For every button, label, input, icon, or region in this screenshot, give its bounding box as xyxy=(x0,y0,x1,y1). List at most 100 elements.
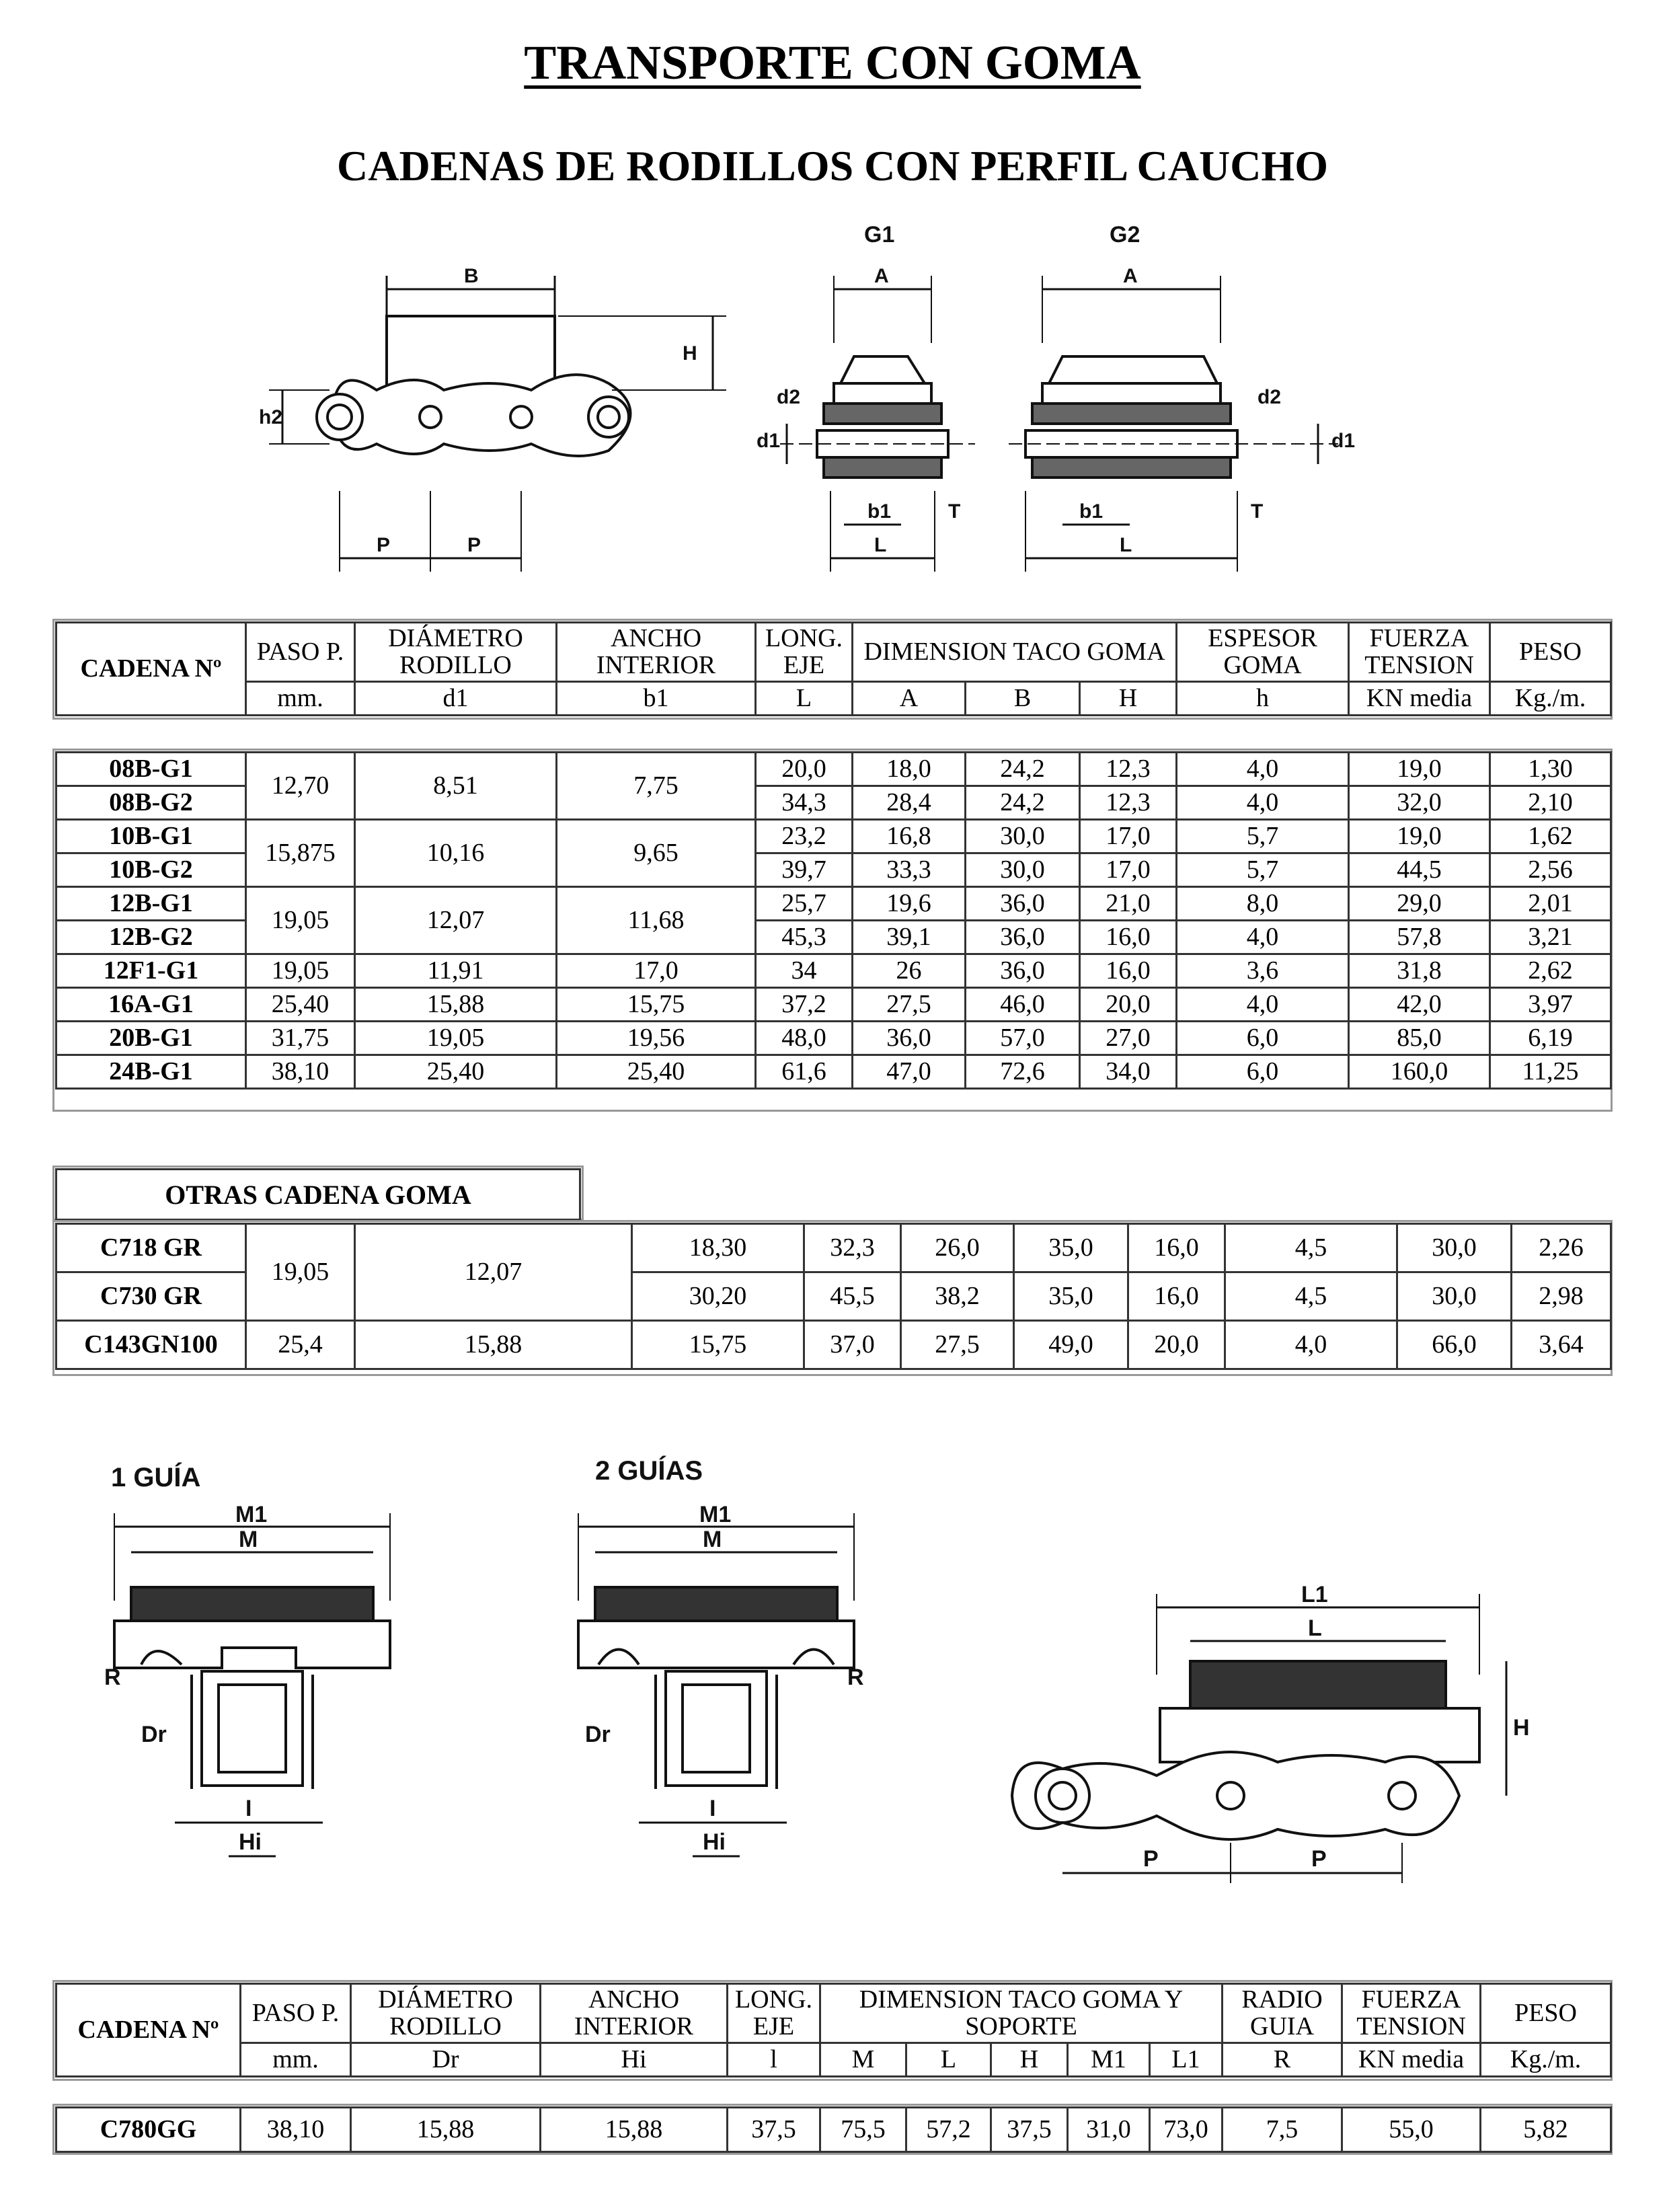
col-paso: PASO P. xyxy=(239,1983,352,2044)
cell: 27,5 xyxy=(851,987,966,1022)
cell: 4,0 xyxy=(1175,751,1350,787)
dim-hi-label: Hi xyxy=(239,1829,262,1855)
col-dimension: DIMENSION TACO GOMA xyxy=(851,621,1178,683)
two-guides-title: 2 GUÍAS xyxy=(595,1455,703,1486)
dim-b-label: B xyxy=(464,265,479,287)
cell: 2,10 xyxy=(1489,785,1612,821)
cell: 38,2 xyxy=(900,1271,1015,1322)
cell: 34,3 xyxy=(754,785,853,821)
cell: 27,0 xyxy=(1079,1020,1177,1056)
cadena-name: 10B-G1 xyxy=(55,818,247,854)
cell: 9,65 xyxy=(555,818,757,888)
cell: 11,25 xyxy=(1489,1054,1612,1090)
cell: 11,68 xyxy=(555,886,757,955)
cell: 33,3 xyxy=(851,852,966,888)
cell: 15,75 xyxy=(631,1320,805,1370)
cell: 15,88 xyxy=(350,2106,541,2153)
cell: 16,0 xyxy=(1127,1223,1226,1273)
unit: d1 xyxy=(354,681,557,716)
cell: 30,0 xyxy=(964,852,1081,888)
dim-p-label-3: P xyxy=(1143,1846,1159,1872)
cadena-name: 12F1-G1 xyxy=(55,953,247,989)
cell: 4,0 xyxy=(1175,919,1350,955)
cell: 21,0 xyxy=(1079,886,1177,921)
cell: 27,5 xyxy=(900,1320,1015,1370)
cell: 42,0 xyxy=(1348,987,1491,1022)
dim-t-g1-label: T xyxy=(948,500,960,523)
cell: 4,0 xyxy=(1175,987,1350,1022)
cell: 25,4 xyxy=(245,1320,356,1370)
unit: M xyxy=(819,2042,907,2077)
cell: 28,4 xyxy=(851,785,966,821)
cell: 11,91 xyxy=(354,953,557,989)
cell: 15,88 xyxy=(354,987,557,1022)
cell: 6,0 xyxy=(1175,1020,1350,1056)
dim-t-g2-label: T xyxy=(1251,500,1263,523)
g2-section-drawing xyxy=(1009,276,1338,572)
cell: 24,2 xyxy=(964,785,1081,821)
cell: 6,0 xyxy=(1175,1054,1350,1090)
cell: 12,07 xyxy=(354,886,557,955)
dim-l1-label: L1 xyxy=(1301,1582,1328,1607)
cell: 34 xyxy=(754,953,853,989)
table2-body-frame xyxy=(52,1220,1613,1376)
cell: 61,6 xyxy=(754,1054,853,1090)
cadena-name: C730 GR xyxy=(55,1271,247,1322)
cell: 2,62 xyxy=(1489,953,1612,989)
cadena-name: 08B-G1 xyxy=(55,751,247,787)
cell: 36,0 xyxy=(851,1020,966,1056)
table3-body: C780GG 38,10 15,88 15,88 37,5 75,5 57,2 … xyxy=(55,2106,1612,2153)
unit: b1 xyxy=(555,681,757,716)
cell: 47,0 xyxy=(851,1054,966,1090)
col-cadena: CADENA Nº xyxy=(55,1983,241,2077)
cell: 3,21 xyxy=(1489,919,1612,955)
unit: Dr xyxy=(350,2042,541,2077)
dim-d2-g2-label: d2 xyxy=(1257,386,1281,408)
page-subtitle: CADENAS DE RODILLOS CON PERFIL CAUCHO xyxy=(337,142,1328,190)
dim-m-label: M xyxy=(239,1527,258,1552)
cell: 36,0 xyxy=(964,919,1081,955)
one-guide-title: 1 GUÍA xyxy=(111,1462,200,1492)
cell: 44,5 xyxy=(1348,852,1491,888)
cell: 38,10 xyxy=(245,1054,356,1090)
cell: 5,7 xyxy=(1175,852,1350,888)
cell: 23,2 xyxy=(754,818,853,854)
cell: 85,0 xyxy=(1348,1020,1491,1056)
cell: 18,0 xyxy=(851,751,966,787)
guide-chain-diagram: 1 GUÍA 2 GUÍAS M1 M R Dr Hi I M1 M R Dr … xyxy=(104,1455,1530,1883)
dim-d1-g1-label: d1 xyxy=(757,430,780,452)
dim-d1-g2-label: d1 xyxy=(1331,430,1355,452)
cell: 35,0 xyxy=(1013,1271,1129,1322)
cell: 10,16 xyxy=(354,818,557,888)
cell: 8,51 xyxy=(354,751,557,821)
cell: 75,5 xyxy=(819,2106,907,2153)
unit: mm. xyxy=(239,2042,352,2077)
dim-b1-g1-label: b1 xyxy=(867,500,891,523)
cell: 24,2 xyxy=(964,751,1081,787)
cell: 15,88 xyxy=(354,1320,633,1370)
unit: A xyxy=(851,681,966,716)
cell: 26,0 xyxy=(900,1223,1015,1273)
cadena-name: C143GN100 xyxy=(55,1320,247,1370)
cell: 37,0 xyxy=(803,1320,902,1370)
unit: H xyxy=(1078,681,1178,716)
cell: 1,62 xyxy=(1489,818,1612,854)
cell: 19,56 xyxy=(555,1020,757,1056)
cell: 19,6 xyxy=(851,886,966,921)
unit: l xyxy=(726,2042,821,2077)
cell: 17,0 xyxy=(1079,818,1177,854)
dim-i-label-2: I xyxy=(709,1796,715,1821)
cell: 72,6 xyxy=(964,1054,1081,1090)
unit: KN media xyxy=(1348,681,1492,716)
unit: Hi xyxy=(539,2042,728,2077)
cell: 1,30 xyxy=(1489,751,1612,787)
